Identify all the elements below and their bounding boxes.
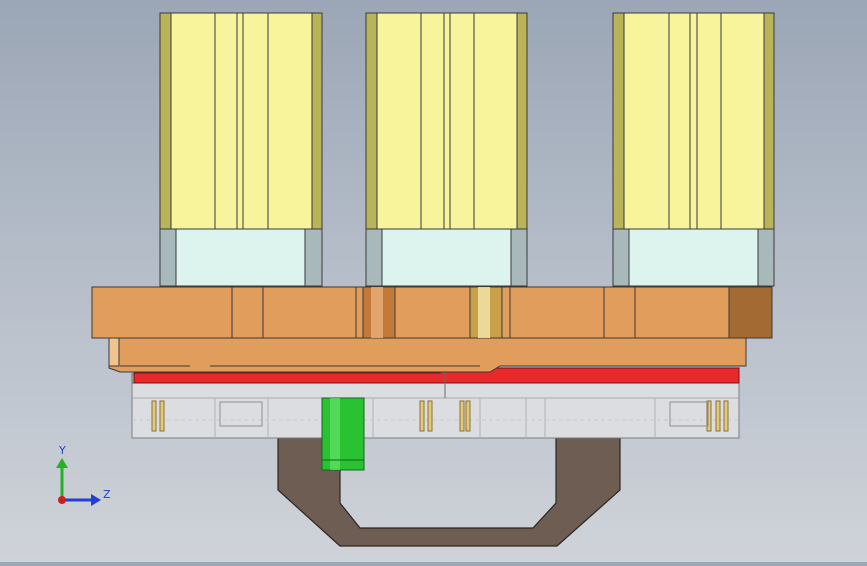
motor-2 bbox=[365, 12, 528, 287]
lower-plate bbox=[108, 337, 747, 373]
pin bbox=[723, 400, 729, 432]
z-axis-label: Z bbox=[103, 488, 111, 501]
pin bbox=[159, 400, 165, 432]
lower-clear-block bbox=[131, 382, 740, 439]
triad-arc bbox=[62, 468, 94, 500]
bracket bbox=[219, 401, 263, 427]
motor-1 bbox=[159, 12, 323, 287]
motor-3 bbox=[612, 12, 775, 287]
pin bbox=[465, 400, 471, 432]
top-plate bbox=[91, 286, 773, 339]
pin bbox=[427, 400, 433, 432]
bracket bbox=[669, 401, 709, 427]
red-strip bbox=[133, 367, 740, 384]
y-axis-label: Y bbox=[58, 444, 66, 457]
pin bbox=[459, 400, 465, 432]
pin bbox=[151, 400, 157, 432]
coordinate-triad: Y Z bbox=[56, 444, 111, 506]
pin bbox=[706, 400, 712, 432]
pin bbox=[419, 400, 425, 432]
pin bbox=[715, 400, 721, 432]
standoff bbox=[321, 397, 365, 471]
origin-dot bbox=[58, 496, 66, 504]
